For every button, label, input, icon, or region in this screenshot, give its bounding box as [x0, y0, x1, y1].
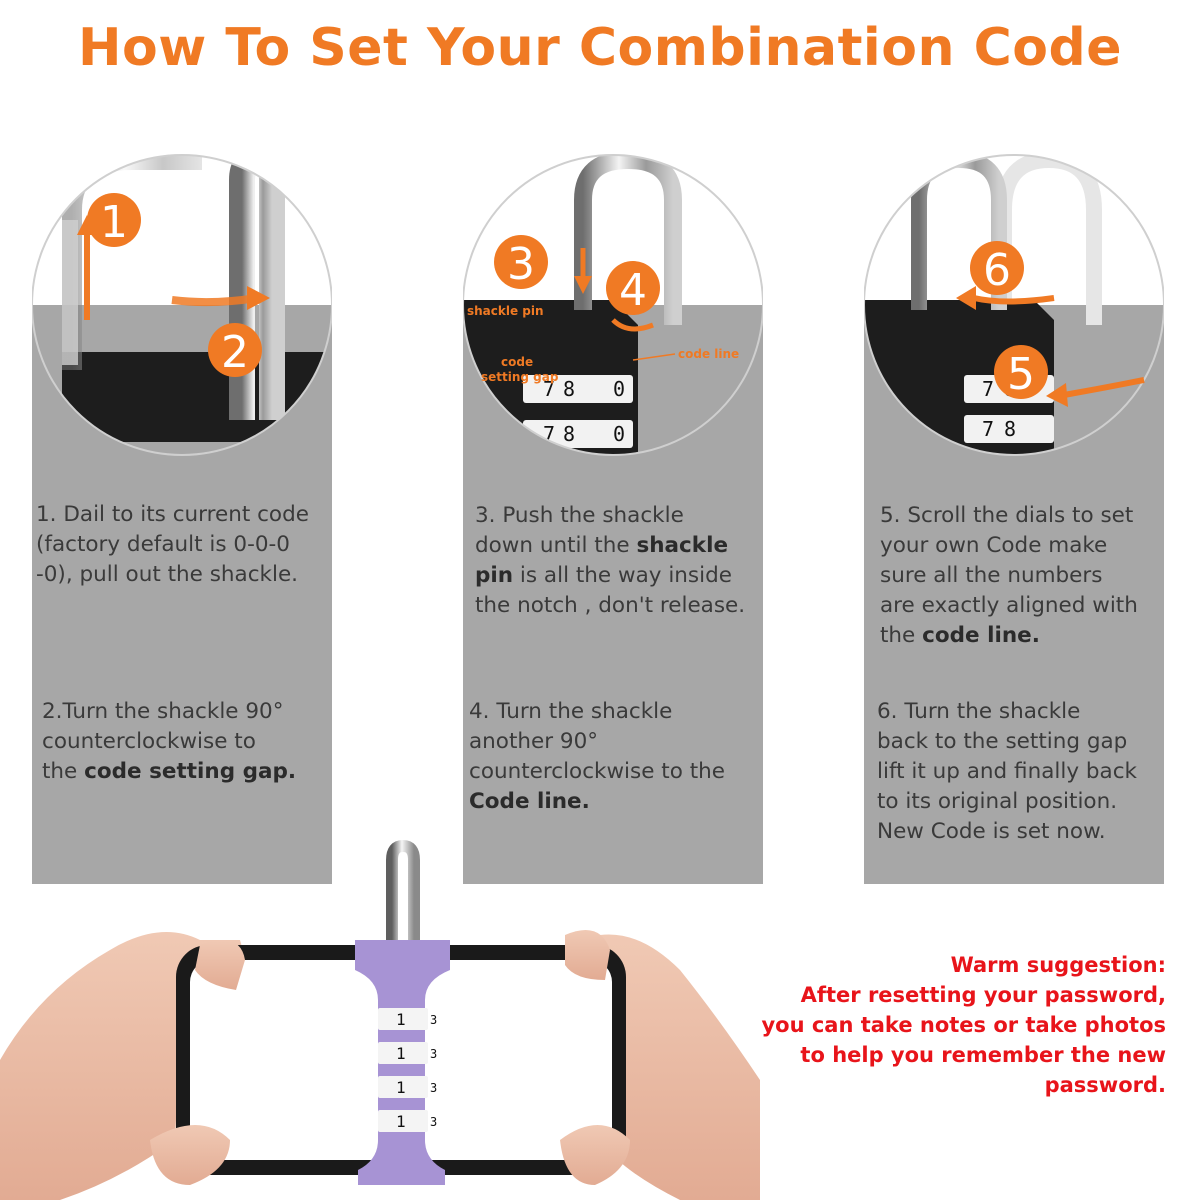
- step-illustration-2: 7 8 0 7 8 0 3 4 shackle pin code setting…: [463, 140, 763, 470]
- phone-dial: [378, 1008, 428, 1030]
- svg-text:7: 7: [982, 377, 994, 401]
- lock-body: [62, 352, 332, 442]
- phone-dial-digit: 1: [396, 1044, 406, 1063]
- svg-text:7: 7: [543, 377, 555, 401]
- warm-line: to help you remember the new: [800, 1043, 1166, 1067]
- arrow-right-icon: [247, 286, 270, 310]
- phone-photo-illustration: 1 3 1 3 1 3 1 3: [0, 839, 760, 1200]
- phone-dial: [378, 1110, 428, 1132]
- step-marker: 1: [100, 197, 128, 248]
- phone-dial-digit: 1: [396, 1112, 406, 1131]
- arrow-left-icon: [956, 286, 976, 310]
- step-5-text: 5. Scroll the dials to set your own Code…: [880, 503, 1138, 648]
- step-4-text: 4. Turn the shackle another 90° counterc…: [469, 699, 725, 814]
- warm-suggestion: Warm suggestion: After resetting your pa…: [726, 950, 1166, 1100]
- svg-text:8: 8: [1004, 417, 1016, 441]
- svg-text:8: 8: [563, 377, 575, 401]
- svg-text:7: 7: [982, 417, 994, 441]
- phone-dial-side-digit: 3: [430, 1047, 437, 1061]
- warm-line: Warm suggestion:: [950, 953, 1166, 977]
- phone-dial-digit: 1: [396, 1010, 406, 1029]
- step-marker: 6: [983, 245, 1011, 296]
- step-marker: 4: [619, 265, 647, 316]
- phone-dial: [378, 1076, 428, 1098]
- page-title: How To Set Your Combination Code: [78, 18, 1122, 78]
- warm-line: you can take notes or take photos: [761, 1013, 1166, 1037]
- code-setting-gap-label: code: [501, 355, 533, 369]
- step-panel-3: 7 8 7 8 6 5 5. Scroll the dials to set y…: [864, 140, 1164, 884]
- step-marker: 2: [221, 327, 249, 378]
- phone-dial-side-digit: 3: [430, 1115, 437, 1129]
- arrow-down-icon: [574, 276, 592, 294]
- step-panel-1: 1 2 1. Dail to its current code(factory …: [32, 140, 332, 884]
- step-2-text: 2.Turn the shackle 90° counterclockwise …: [42, 699, 297, 784]
- shackle-pin-label: shackle pin: [467, 304, 544, 318]
- step-illustration-1: 1 2: [32, 140, 332, 470]
- step-1-text: 1. Dail to its current code(factory defa…: [36, 502, 309, 587]
- code-setting-gap-label: setting gap: [481, 370, 559, 384]
- phone-dial-digit: 1: [396, 1078, 406, 1097]
- phone-dial-side-digit: 3: [430, 1013, 437, 1027]
- step-3-text: 3. Push the shackle down until the shack…: [475, 503, 746, 618]
- shackle: [386, 839, 420, 940]
- step-illustration-3: 7 8 7 8 6 5: [864, 140, 1164, 470]
- svg-text:0: 0: [613, 377, 625, 401]
- step-panel-2: 7 8 0 7 8 0 3 4 shackle pin code setting…: [463, 140, 763, 884]
- svg-text:8: 8: [563, 422, 575, 446]
- arrow-left-icon: [1046, 383, 1068, 407]
- warm-line: After resetting your password,: [800, 983, 1166, 1007]
- step-marker: 3: [507, 239, 535, 290]
- code-line-label: code line: [678, 347, 739, 361]
- phone-dial: [378, 1042, 428, 1064]
- step-marker: 5: [1007, 349, 1035, 400]
- phone-dial-side-digit: 3: [430, 1081, 437, 1095]
- warm-line: password.: [1044, 1073, 1166, 1097]
- svg-text:0: 0: [613, 422, 625, 446]
